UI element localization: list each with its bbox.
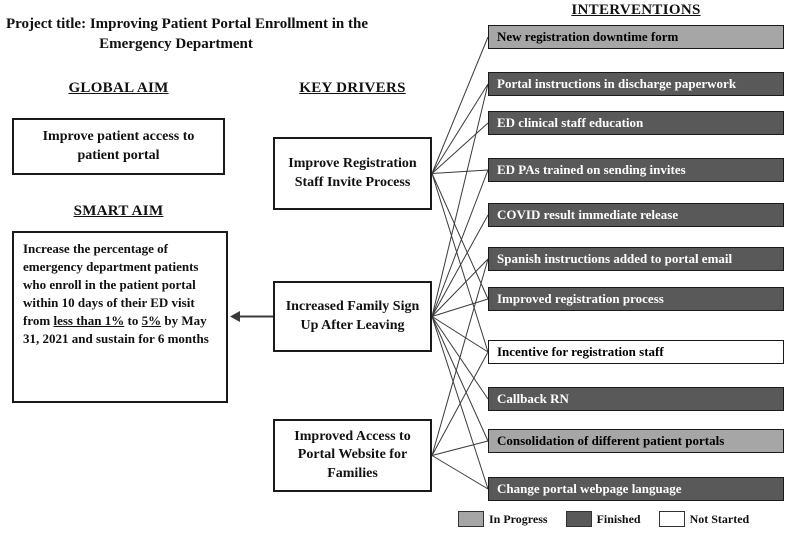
driver-intervention-line	[431, 316, 489, 353]
driver-intervention-line	[431, 298, 489, 317]
legend-label: Not Started	[689, 511, 750, 526]
legend-swatch-in-progress	[458, 511, 484, 527]
smart-aim-heading: SMART AIM	[73, 203, 164, 219]
legend-label: Finished	[596, 511, 641, 526]
intervention-bar: Incentive for registration staff	[488, 340, 784, 364]
intervention-bar: Consolidation of different patient porta…	[488, 429, 784, 453]
intervention-label: ED clinical staff education	[497, 115, 644, 130]
driver-intervention-line	[431, 214, 489, 317]
status-legend: In Progress Finished Not Started	[458, 511, 749, 527]
intervention-label: Improved registration process	[497, 291, 664, 306]
driver-intervention-line	[431, 316, 489, 442]
intervention-label: New registration downtime form	[497, 29, 679, 44]
driver-intervention-line	[431, 169, 489, 317]
intervention-bar: Improved registration process	[488, 287, 784, 311]
driver-intervention-line	[431, 316, 489, 490]
intervention-bar: Spanish instructions added to portal ema…	[488, 247, 784, 271]
driver-intervention-line	[431, 169, 489, 174]
intervention-bar: New registration downtime form	[488, 25, 784, 49]
driver-intervention-line	[431, 173, 489, 353]
global-aim-box: Improve patient access to patient portal	[12, 118, 225, 175]
driver-intervention-line	[431, 83, 489, 174]
legend-swatch-not-started	[658, 511, 685, 527]
intervention-bar: ED PAs trained on sending invites	[488, 158, 784, 182]
intervention-label: Change portal webpage language	[497, 481, 682, 496]
intervention-label: Callback RN	[497, 391, 569, 406]
legend-swatch-finished	[565, 511, 592, 527]
intervention-bar: COVID result immediate release	[488, 203, 784, 227]
intervention-bar: ED clinical staff education	[488, 111, 784, 135]
driver-intervention-line	[431, 351, 489, 456]
driver-intervention-line	[431, 455, 489, 490]
smart-aim-underline-1: less than 1%	[53, 312, 125, 328]
interventions-heading: INTERVENTIONS	[571, 2, 701, 18]
legend-item: In Progress	[458, 511, 548, 527]
driver-intervention-line	[431, 36, 489, 174]
project-title-line2: Emergency Department	[99, 36, 253, 53]
intervention-label: COVID result immediate release	[497, 207, 679, 222]
driver-box: Improved Access to Portal Website for Fa…	[273, 419, 432, 492]
driver-label: Improved Access to Portal Website for Fa…	[294, 429, 411, 481]
smart-aim-underline-2: 5%	[141, 312, 162, 328]
global-aim-heading: GLOBAL AIM	[68, 80, 169, 96]
legend-item: Finished	[565, 511, 641, 527]
driver-intervention-line	[431, 173, 489, 300]
intervention-label: ED PAs trained on sending invites	[497, 162, 686, 177]
intervention-label: Incentive for registration staff	[497, 344, 664, 359]
intervention-label: Portal instructions in discharge paperwo…	[497, 76, 737, 91]
driver-box: Increased Family Sign Up After Leaving	[273, 281, 432, 352]
driver-box: Improve Registration Staff Invite Proces…	[273, 137, 432, 210]
intervention-label: Consolidation of different patient porta…	[497, 433, 725, 448]
intervention-bar: Portal instructions in discharge paperwo…	[488, 72, 784, 96]
intervention-bar: Change portal webpage language	[488, 477, 784, 501]
driver-intervention-line	[431, 258, 489, 456]
project-title-line1: Project title: Improving Patient Portal …	[6, 16, 369, 32]
legend-item: Not Started	[658, 511, 750, 527]
driver-intervention-line	[431, 258, 489, 317]
smart-aim-text-part1: Increase the percentage of emergency dep…	[23, 241, 199, 328]
global-aim-text: Improve patient access to patient portal	[42, 129, 195, 163]
key-drivers-heading: KEY DRIVERS	[299, 80, 406, 96]
driver-label: Increased Family Sign Up After Leaving	[285, 299, 420, 333]
driver-intervention-line	[431, 122, 489, 174]
project-title: Project title: Improving Patient Portal …	[6, 14, 432, 55]
driver-intervention-line	[431, 440, 489, 456]
driver-intervention-line	[431, 83, 489, 317]
smart-aim-text-part2: to	[124, 312, 142, 328]
intervention-label: Spanish instructions added to portal ema…	[497, 251, 733, 266]
driver-intervention-line	[431, 316, 489, 400]
smart-aim-arrowhead	[230, 311, 240, 322]
legend-label: In Progress	[489, 511, 548, 526]
smart-aim-box: Increase the percentage of emergency dep…	[12, 231, 228, 403]
smart-aim-text-part3: by May 31, 2021 and sustain for 6 months	[23, 312, 209, 346]
driver-label: Improve Registration Staff Invite Proces…	[288, 156, 417, 190]
intervention-bar: Callback RN	[488, 387, 784, 411]
